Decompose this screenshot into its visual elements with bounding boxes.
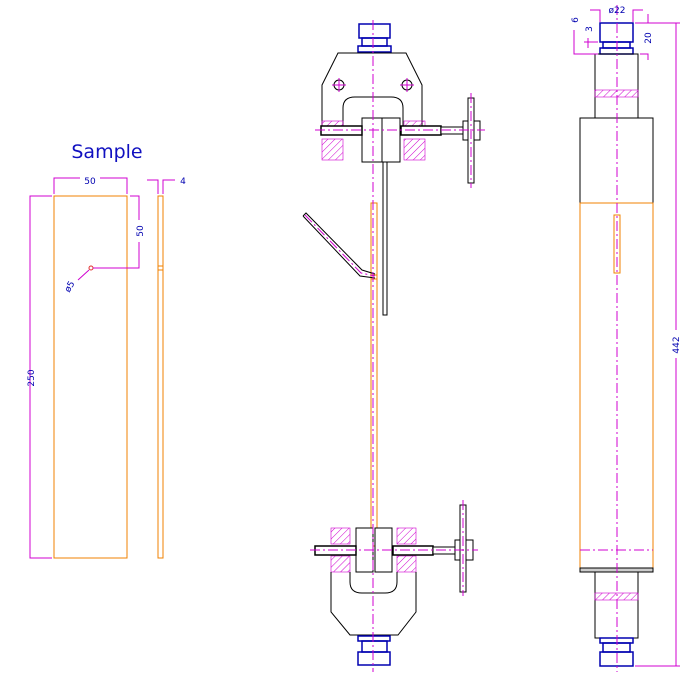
- dim-3: 3: [585, 26, 595, 32]
- sample-width-dim: 50: [84, 177, 96, 187]
- dim-6: 6: [571, 17, 581, 23]
- sample-side-view: 4: [147, 177, 186, 559]
- test-fixture-side-view: ø22 6 3 20 442: [571, 5, 682, 672]
- test-fixture-front-view: [302, 20, 485, 672]
- hole-dim: ø5: [63, 280, 77, 295]
- overall-length-dim: 442: [672, 336, 682, 353]
- sample-front-view: 50 250 50 ø5: [27, 177, 146, 559]
- dim-20: 20: [644, 32, 654, 44]
- sample-length-dim: 250: [27, 369, 37, 386]
- sample-thickness-dim: 4: [180, 177, 186, 187]
- hole-offset-dim: 50: [136, 225, 146, 237]
- sample-title: Sample: [71, 141, 142, 163]
- nut-diameter-dim: ø22: [609, 6, 626, 16]
